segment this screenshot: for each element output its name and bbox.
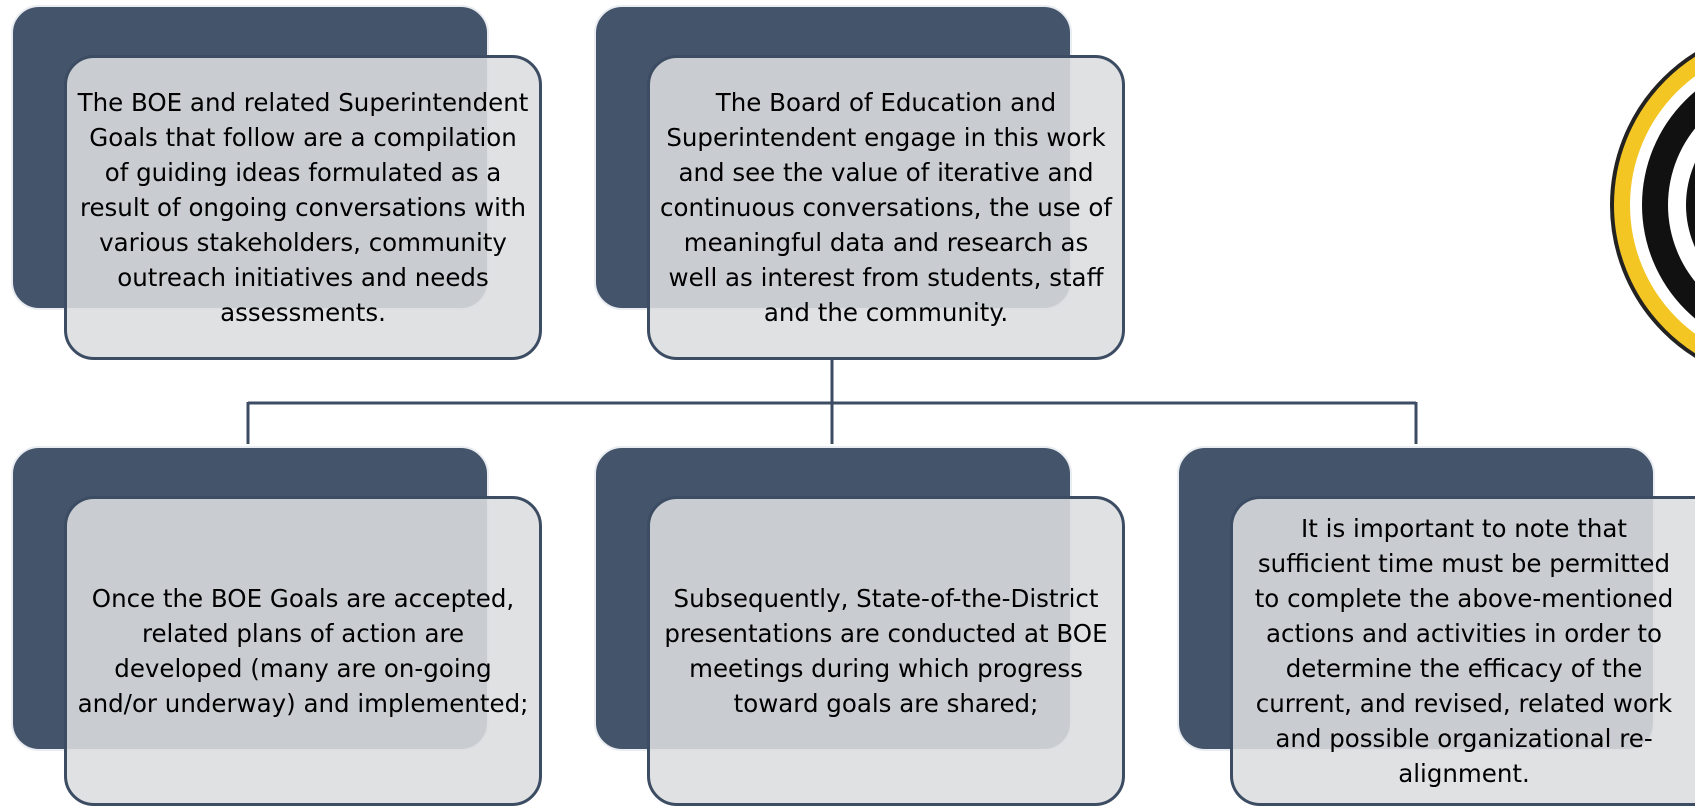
top-center-text-box: The Board of Education and Superintenden…	[647, 55, 1125, 360]
top-left-text-box: The BOE and related Superintendent Goals…	[64, 55, 542, 360]
logo-ring-icon	[1610, 52, 1695, 358]
bottom-right-text: It is important to note that sufficient …	[1254, 514, 1674, 788]
bottom-center-text-box: Subsequently, State-of-the-District pres…	[647, 496, 1125, 806]
district-logo	[1575, 50, 1695, 360]
bottom-right-text-box: It is important to note that sufficient …	[1230, 496, 1695, 806]
top-center-text: The Board of Education and Superintenden…	[660, 88, 1112, 327]
bottom-center-text: Subsequently, State-of-the-District pres…	[664, 584, 1108, 718]
top-left-text: The BOE and related Superintendent Goals…	[77, 88, 529, 327]
bottom-left-text-box: Once the BOE Goals are accepted, related…	[64, 496, 542, 806]
bottom-left-text: Once the BOE Goals are accepted, related…	[77, 584, 529, 718]
